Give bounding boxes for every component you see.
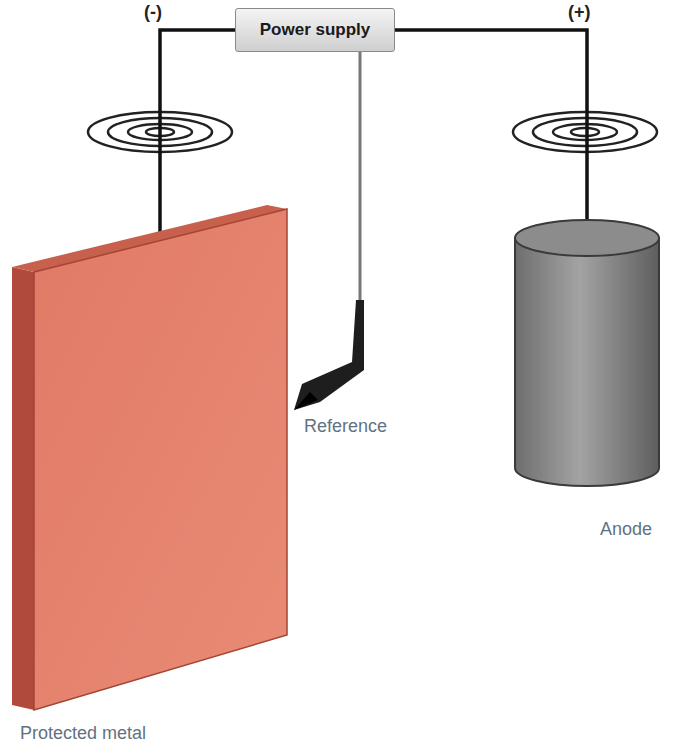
anode-cylinder-shape (512, 218, 662, 548)
power-supply-box: Power supply (235, 8, 395, 52)
node-label: Reference (304, 416, 387, 437)
anode-cylinder: Anode (512, 218, 662, 548)
node-label: Power supply (260, 20, 371, 40)
terminal-label: (-) (144, 2, 162, 23)
wire-connector (160, 30, 235, 239)
reference-electrode: Reference (290, 300, 465, 445)
wire-connector (395, 30, 587, 238)
terminal-label: (+) (568, 2, 591, 23)
wire-connector (359, 52, 362, 302)
node-label: Anode (600, 519, 652, 540)
protected-metal-plate-shape (12, 205, 302, 750)
protected-metal-plate: Protected metal (12, 205, 302, 750)
node-label: Protected metal (20, 723, 146, 744)
